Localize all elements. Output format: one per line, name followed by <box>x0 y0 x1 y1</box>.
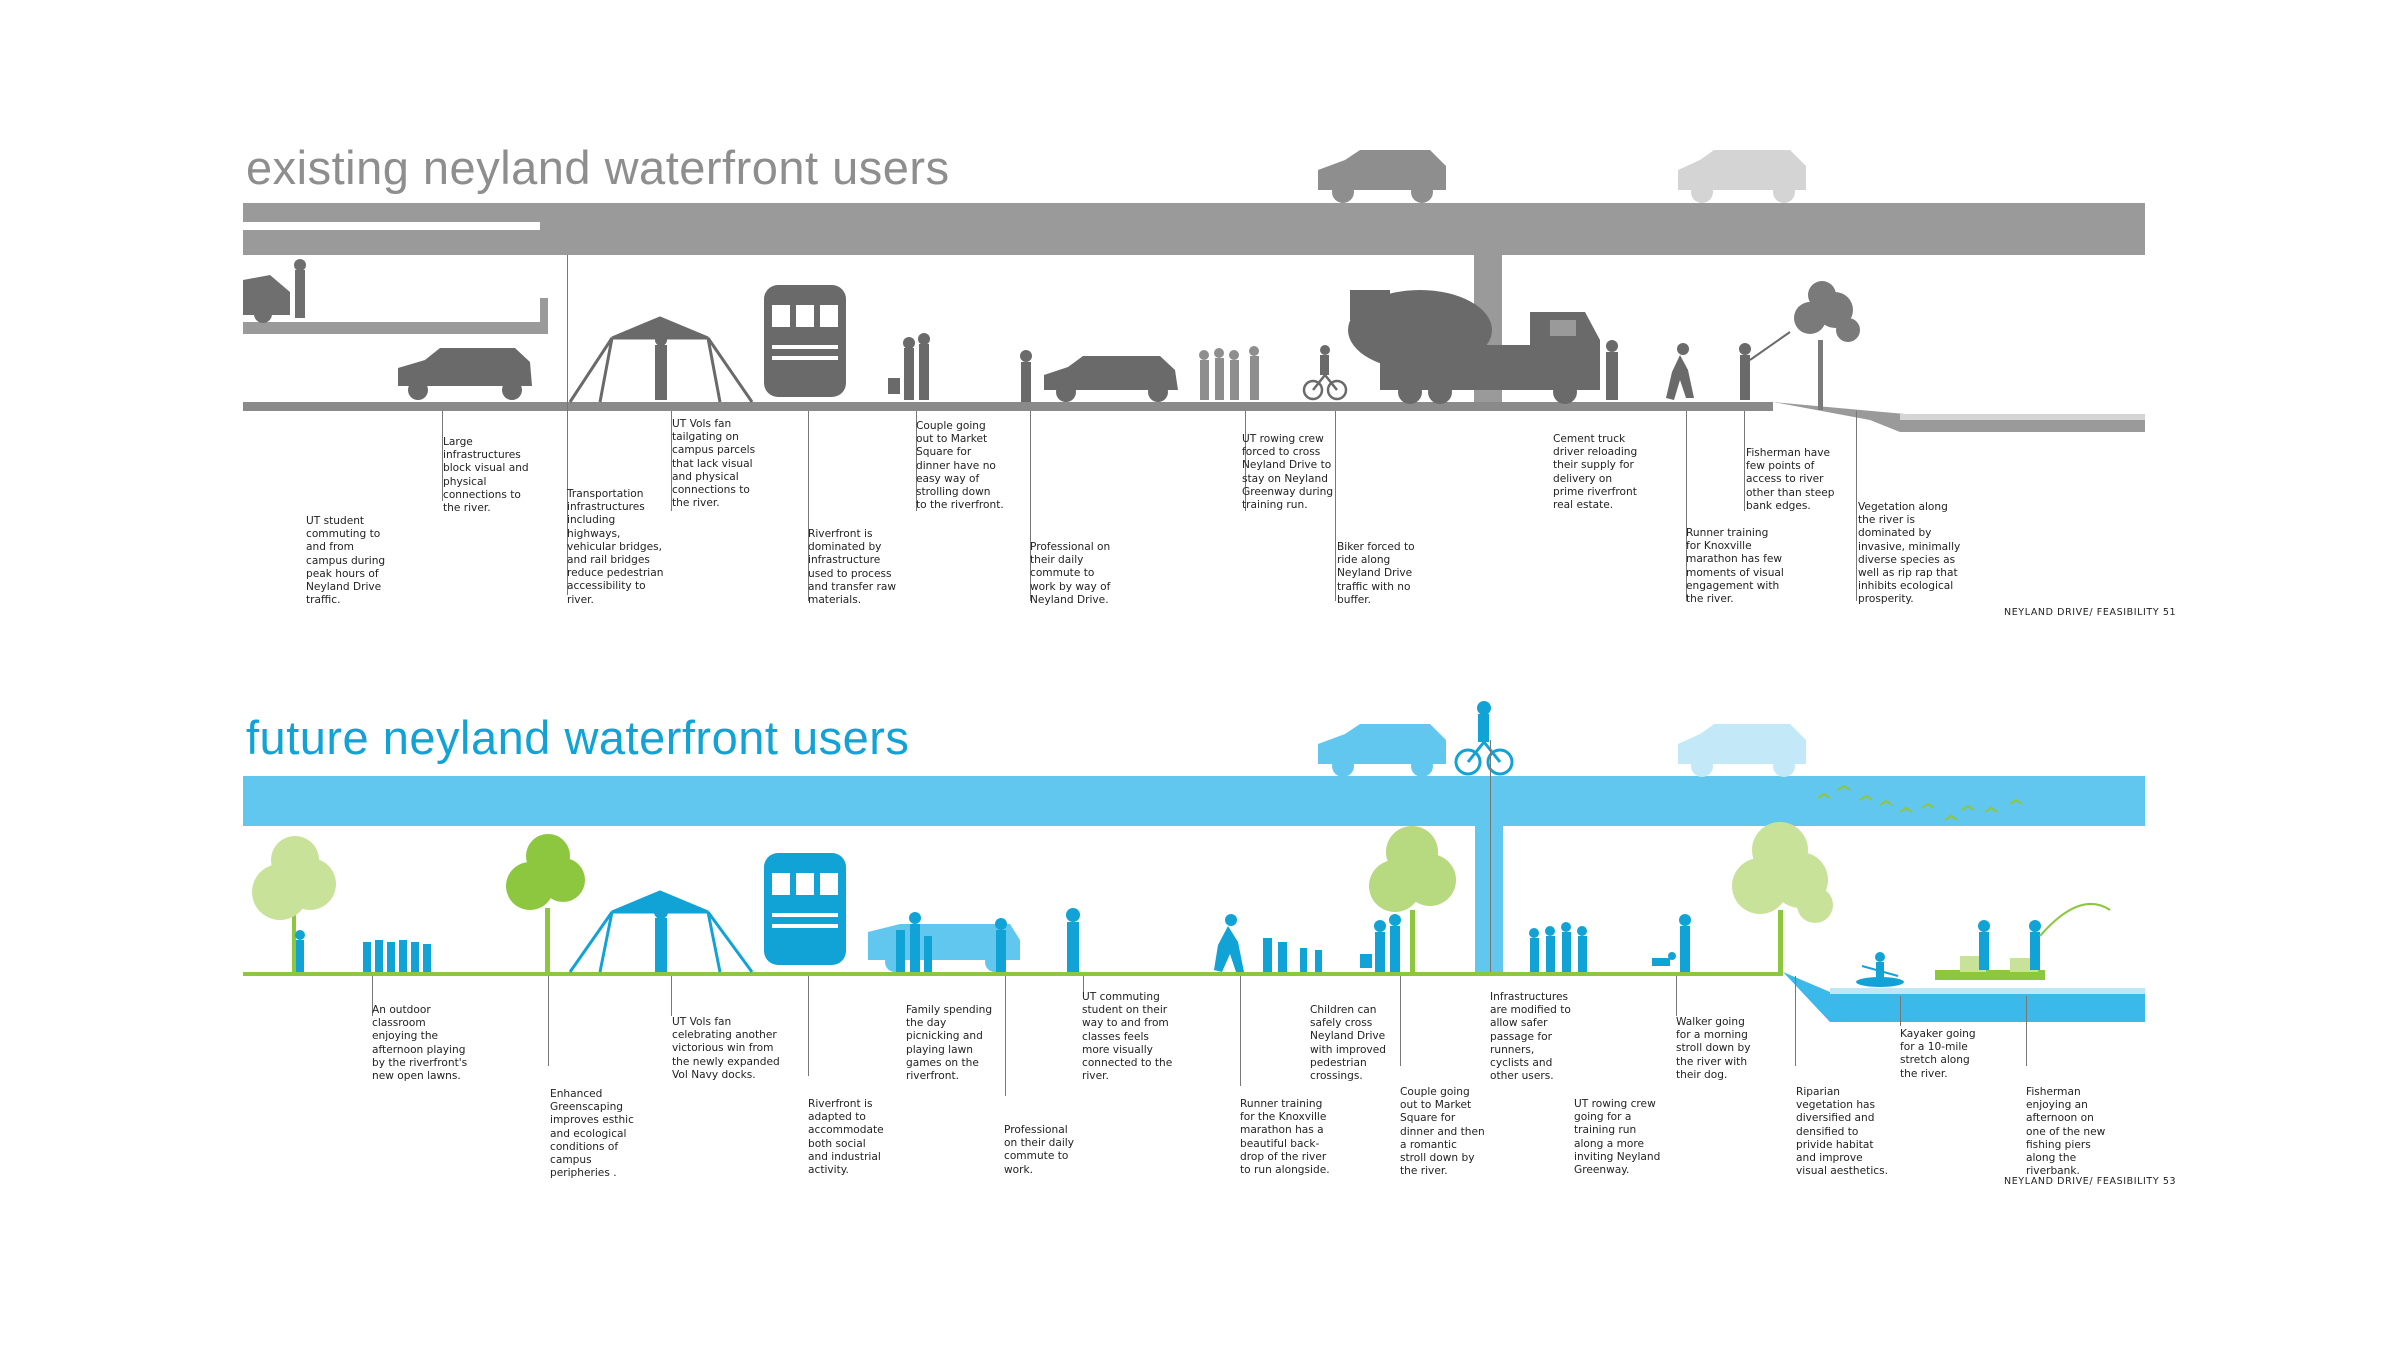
future-callout-professional: Professional on their daily commute to w… <box>1004 1124 1074 1176</box>
existing-ground <box>243 402 1773 411</box>
existing-callout-tailgating: UT Vols fan tailgating on campus parcels… <box>672 418 756 510</box>
future-callout-runner: Runner training for the Knoxville marath… <box>1240 1098 1330 1177</box>
existing-callout-transportation: Transportation infrastructures including… <box>567 488 664 606</box>
future-family <box>896 912 932 972</box>
existing-car-on-deck-faded <box>1678 150 1806 203</box>
future-birds <box>1817 784 2023 821</box>
future-kayaker <box>1856 952 1904 987</box>
existing-biker <box>1302 345 1348 401</box>
existing-callout-rowing-crew: UT rowing crew forced to cross Neyland D… <box>1242 433 1334 512</box>
future-tree-2 <box>506 834 585 972</box>
future-callout-kayaker: Kayaker going for a 10-mile stretch alon… <box>1900 1028 1976 1080</box>
future-student <box>1066 908 1080 972</box>
existing-callout-fisherman: Fisherman have few points of access to r… <box>1746 447 1835 512</box>
future-title: future neyland waterfront users <box>246 711 910 764</box>
existing-section: existing neyland waterfront users <box>0 0 2400 660</box>
existing-tailgate-tent <box>568 316 754 403</box>
existing-couple <box>888 333 930 400</box>
future-ground <box>243 972 1783 976</box>
future-callout-walker: Walker going for a morning stroll down b… <box>1676 1016 1751 1081</box>
future-callout-outdoor-classroom: An outdoor classroom enjoying the aftern… <box>372 1004 468 1083</box>
future-classroom-group <box>295 930 431 972</box>
future-fishing-pier <box>1935 956 2045 980</box>
existing-rowing-crew <box>1199 346 1259 400</box>
future-callout-couple: Couple going out to Market Square for di… <box>1400 1086 1485 1178</box>
existing-footer: NEYLAND DRIVE/ FEASIBILITY 51 <box>2004 607 2177 618</box>
existing-callout-runner: Runner training for Knoxville marathon h… <box>1686 527 1784 606</box>
future-overpass <box>243 776 2145 826</box>
future-callout-fisherman: Fisherman enjoying an afternoon on one o… <box>2026 1086 2106 1178</box>
future-callout-children: Children can safely cross Neyland Drive … <box>1310 1004 1386 1083</box>
future-couple <box>1360 914 1401 972</box>
existing-callout-couple: Couple going out to Market Square for di… <box>916 420 1004 512</box>
existing-callout-riverfront: Riverfront is dominated by infrastructur… <box>808 528 897 607</box>
existing-commuter-car <box>1044 356 1178 402</box>
existing-professional <box>1020 350 1032 402</box>
existing-callout-biker: Biker forced to ride along Neyland Drive… <box>1337 541 1415 606</box>
future-tree-3 <box>1369 826 1456 972</box>
future-train <box>764 853 846 965</box>
existing-section-diagram <box>243 150 2145 432</box>
existing-riverbank <box>1773 402 2145 432</box>
existing-overpass <box>243 203 2145 405</box>
future-walker-dog <box>1652 914 1691 972</box>
future-tree-1 <box>252 836 336 972</box>
existing-train <box>764 285 846 397</box>
future-car-on-deck-faded <box>1678 724 1806 777</box>
existing-cement-truck <box>1348 290 1618 404</box>
future-celebration-tent <box>568 890 754 973</box>
future-tree-4 <box>1732 822 1833 972</box>
future-section: future neyland waterfront users <box>0 660 2400 1350</box>
future-overpass-column <box>1475 826 1503 976</box>
future-callout-infrastructures: Infrastructures are modified to allow sa… <box>1490 991 1571 1083</box>
future-cyclist <box>1454 701 1514 776</box>
future-runners-children <box>1214 914 1322 972</box>
future-callout-rowing-crew: UT rowing crew going for a training run … <box>1574 1098 1661 1177</box>
existing-tree <box>1794 281 1860 410</box>
future-car-on-deck <box>1318 724 1446 777</box>
future-callout-commuting-student: UT commuting student on their way to and… <box>1082 991 1173 1083</box>
existing-suv <box>398 348 532 400</box>
future-callout-riverfront: Riverfront is adapted to accommodate bot… <box>808 1098 884 1177</box>
existing-callout-ut-student: UT student commuting to and from campus … <box>306 515 386 607</box>
future-callout-vols-fan: UT Vols fan celebrating another victorio… <box>672 1016 780 1081</box>
future-professional <box>995 918 1007 972</box>
future-rowing-crew <box>1529 922 1587 972</box>
existing-car-on-deck <box>1318 150 1446 203</box>
future-fisherman <box>1978 902 2111 970</box>
future-riverbank <box>1783 972 2145 1022</box>
future-callout-greenscaping: Enhanced Greenscaping improves esthic an… <box>550 1088 634 1180</box>
existing-title: existing neyland waterfront users <box>246 141 950 194</box>
future-callout-riparian: Riparian vegetation has diversified and … <box>1796 1086 1888 1178</box>
future-footer: NEYLAND DRIVE/ FEASIBILITY 53 <box>2004 1176 2177 1187</box>
existing-parking-figures <box>243 259 306 323</box>
existing-callout-vegetation: Vegetation along the river is dominated … <box>1858 501 1961 606</box>
future-section-diagram <box>243 701 2145 1022</box>
existing-fisherman <box>1739 331 1791 400</box>
existing-runner <box>1666 343 1694 400</box>
future-callout-family: Family spending the day picnicking and p… <box>906 1004 993 1083</box>
existing-callout-professional: Professional on their daily commute to w… <box>1030 541 1111 606</box>
existing-callout-large-infrastructure: Large infrastructures block visual and p… <box>443 436 529 515</box>
existing-callout-cement-truck: Cement truck driver reloading their supp… <box>1553 433 1638 512</box>
